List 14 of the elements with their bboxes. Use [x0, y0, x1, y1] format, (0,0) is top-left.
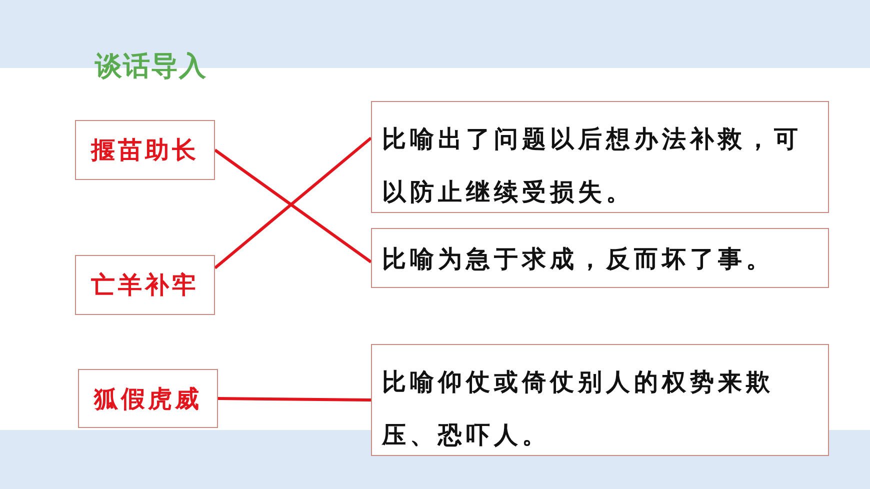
definition-box — [371, 228, 829, 288]
definition-box — [371, 344, 829, 456]
definition-box — [371, 101, 829, 213]
title: 谈话导入 — [95, 50, 207, 84]
definition-text: 比喻为急于求成，反而坏了事。 — [382, 244, 774, 273]
idiom-text: 揠苗助长 — [91, 134, 199, 166]
idiom-box — [75, 120, 215, 180]
idiom-box — [78, 369, 218, 428]
idiom-text: 亡羊补牢 — [91, 269, 199, 301]
definition-text: 比喻仰仗或倚仗别人的权势来欺压、恐吓人。 — [382, 367, 774, 449]
connector-line — [218, 397, 372, 402]
idiom-text: 狐假虎威 — [94, 382, 202, 414]
definition-text: 比喻出了问题以后想办法补救，可以防止继续受损失。 — [382, 124, 802, 206]
idiom-box — [75, 255, 215, 315]
